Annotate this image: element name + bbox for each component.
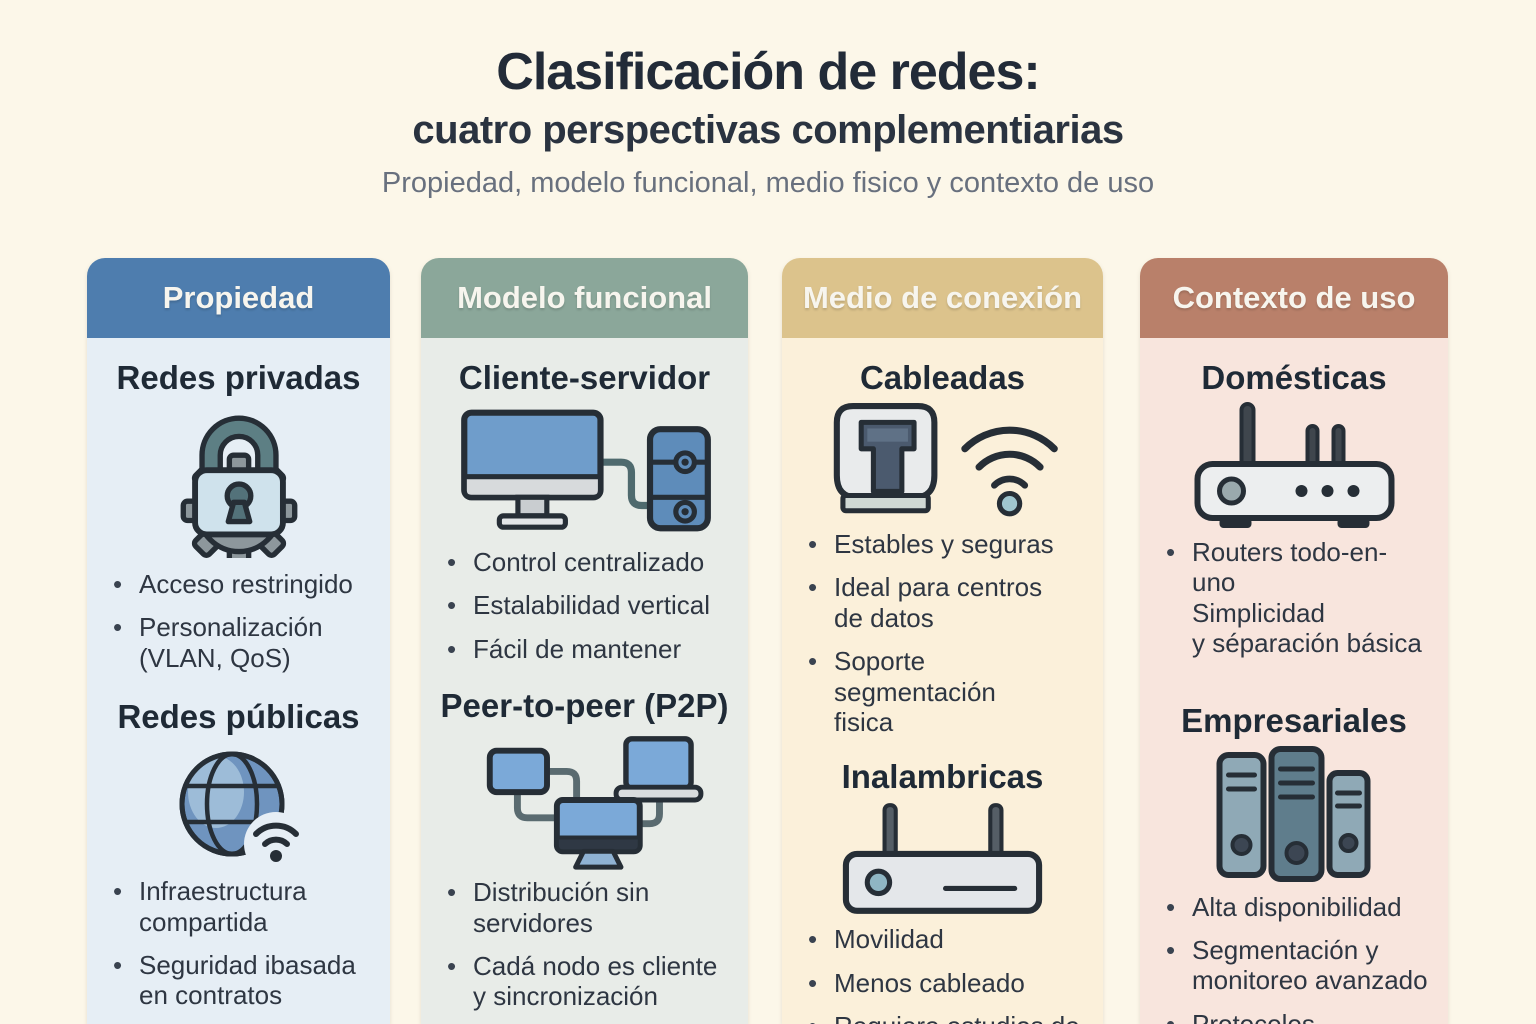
section-cableadas: Cableadas [800,359,1085,737]
section-heading: Inalambricas [841,758,1044,796]
section-heading: Redes privadas [116,359,361,396]
column-medio-de-conexion: Medio de conexión Cableadas [782,258,1103,1024]
column-header-modelo-funcional: Modelo funcional [421,258,748,338]
bullet-list: Acceso restringido Personalización (VLAN… [105,569,372,673]
client-server-icon [439,397,730,547]
p2p-network-icon [439,725,730,877]
section-cliente-servidor: Cliente-servidor [439,359,730,664]
bullet-item: Requiere estudios de cobertura [808,1011,1085,1024]
column-header-propiedad: Propiedad [87,258,390,338]
bullet-item: Personalización (VLAN, QoS) [113,612,372,673]
section-inalambricas: Inalambricas Movilidad Menos cableado Re… [800,758,1085,1024]
section-heading: Redes públicas [117,698,360,736]
bullet-item: Distribución sin servidores [447,877,730,938]
bullet-item: Movilidad [808,924,1085,954]
page-subtitle: Propiedad, modelo funcional, medio fisic… [381,167,1155,199]
bullet-item: Fácil de mantener [447,634,730,664]
bullet-item: Segmentación y monitoreo avanzado [1166,935,1430,996]
bullet-item: Protocolos especializados [1166,1009,1430,1024]
column-header-medio-de-conexion: Medio de conexión [782,258,1103,338]
column-header-label: Modelo funcional [457,280,712,315]
bullet-list: Routers todo-en-uno Simplicidad y sépara… [1158,537,1430,659]
section-heading: Cliente-servidor [458,359,711,396]
section-peer-to-peer: Peer-to-peer (P2P) [439,687,730,1012]
column-header-contexto-de-uso: Contexto de uso [1140,258,1448,338]
bullet-item: Routers todo-en-uno Simplicidad y sépara… [1166,537,1430,659]
server-stack-icon [1158,740,1430,892]
bullet-item: Estalabilidad vertical [447,590,730,620]
page-title: Clasificación de redes: [496,43,1040,101]
bullet-item: Menos cableado [808,968,1085,998]
column-body-propiedad: Redes privadas [87,338,390,1024]
section-redes-privadas: Redes privadas [105,359,372,673]
bullet-item: Estables y seguras [808,529,1085,559]
section-heading: Domésticas [1201,359,1387,396]
bullet-list: Alta disponibilidad Segmentación y monit… [1158,892,1430,1024]
column-body-contexto-de-uso: Domésticas [1140,338,1448,1024]
column-body-medio-de-conexion: Cableadas [782,338,1103,1024]
bullet-item: Ideal para centros de datos [808,572,1085,633]
bullet-item: Alta disponibilidad [1166,892,1430,922]
title-block: Clasificación de redes: cuatro perspecti… [0,42,1536,200]
bullet-list: Movilidad Menos cableado Requiere estudi… [800,924,1085,1024]
bullet-item: Control centralizado [447,547,730,577]
section-heading: Peer-to-peer (P2P) [440,687,729,725]
bullet-item: Soporte segmentación fisica [808,646,1085,737]
column-header-label: Contexto de uso [1172,280,1416,315]
wireless-router-icon [800,796,1085,924]
column-header-label: Propiedad [162,280,315,315]
column-propiedad: Propiedad Redes privadas [87,258,390,1024]
section-domesticas: Domésticas [1158,359,1430,659]
globe-wifi-icon [105,736,372,876]
bullet-list: Estables y seguras Ideal para centros de… [800,529,1085,737]
ethernet-wifi-icon [800,397,1085,529]
lock-gear-icon [105,397,372,569]
section-heading: Cableadas [859,359,1026,396]
bullet-item: Acceso restringido [113,569,372,599]
column-header-label: Medio de conexión [802,280,1083,315]
section-empresariales: Empresariales Alta dispo [1158,701,1430,1024]
bullet-item: Seguridad ibasada en contratos [113,950,372,1011]
section-redes-publicas: Redes públicas [105,698,372,1011]
bullet-list: Distribución sin servidores Cadá nodo es… [439,877,730,1012]
column-modelo-funcional: Modelo funcional Cliente-servidor [421,258,748,1024]
bullet-list: Infraestructura compartida Seguridad iba… [105,876,372,1011]
bullet-item: Cadá nodo es cliente y sincronización [447,951,730,1012]
section-heading: Empresariales [1181,701,1407,739]
bullet-item: Infraestructura compartida [113,876,372,937]
home-router-icon [1158,397,1430,537]
column-body-modelo-funcional: Cliente-servidor [421,338,748,1024]
column-contexto-de-uso: Contexto de uso Domésticas [1140,258,1448,1024]
bullet-list: Control centralizado Estalabilidad verti… [439,547,730,664]
page-title-line2: cuatro perspectivas complementiarias [412,108,1124,152]
